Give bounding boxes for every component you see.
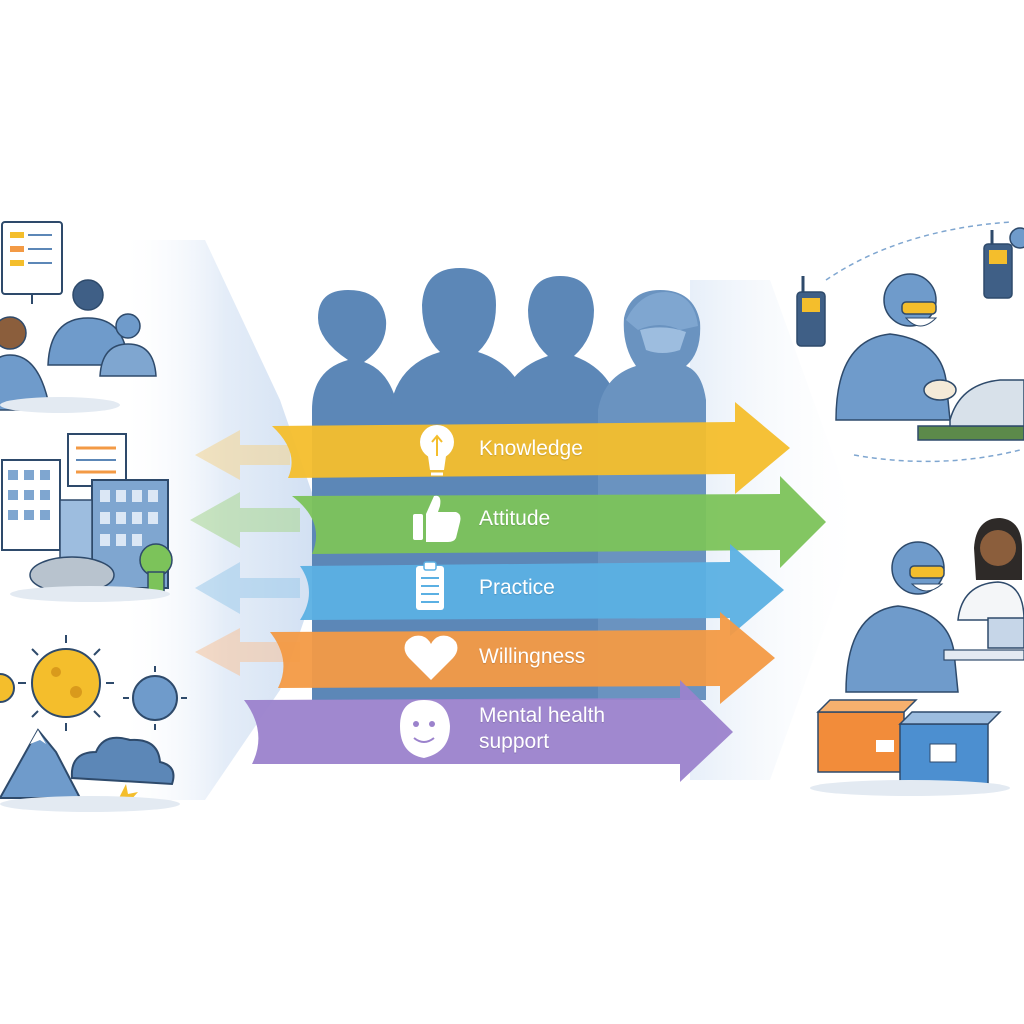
blue-cooler-box <box>898 711 1002 787</box>
willingness-arrow <box>270 612 775 704</box>
willingness-label: Willingness <box>479 645 586 668</box>
left-middle-scene <box>1 433 173 602</box>
thumbs-up-icon <box>413 495 461 542</box>
virus-icon-yellow <box>18 635 114 731</box>
right-top-scene <box>796 221 1024 463</box>
right-bottom-scene <box>810 518 1024 796</box>
heart-icon <box>404 635 458 680</box>
left-double-arrows <box>190 430 300 676</box>
protective-suit-worker-2 <box>845 541 959 693</box>
practice-label: Practice <box>479 576 555 599</box>
virus-icon-blue <box>123 666 187 730</box>
face-icon <box>400 700 450 758</box>
knowledge-arrow <box>272 402 790 494</box>
health-worker-woman <box>957 518 1024 621</box>
mountain-icon <box>0 728 82 799</box>
virus-icon-small <box>0 673 15 703</box>
mental-health-support-arrow <box>244 680 733 782</box>
left-bottom-scene <box>0 635 187 812</box>
stretcher <box>917 425 1024 441</box>
walkie-talkie-icon-2 <box>983 230 1013 299</box>
lightbulb-icon <box>420 425 454 476</box>
knowledge-label: Knowledge <box>479 437 583 460</box>
laptop <box>987 617 1024 649</box>
storm-cloud-icon <box>70 736 175 786</box>
protective-suit-worker <box>835 273 951 421</box>
clipboard-icon <box>416 561 444 610</box>
tree <box>139 543 173 577</box>
attitude-arrow <box>292 476 826 568</box>
attitude-label: Attitude <box>479 507 551 530</box>
mental-health-support-label: Mental health support <box>479 703 605 755</box>
mental-health-label-line1: Mental health <box>479 704 606 727</box>
left-top-scene <box>0 221 157 413</box>
factor-arrows <box>244 402 826 782</box>
mental-health-label-line2: support <box>479 730 550 753</box>
walkie-talkie-icon <box>796 276 826 347</box>
